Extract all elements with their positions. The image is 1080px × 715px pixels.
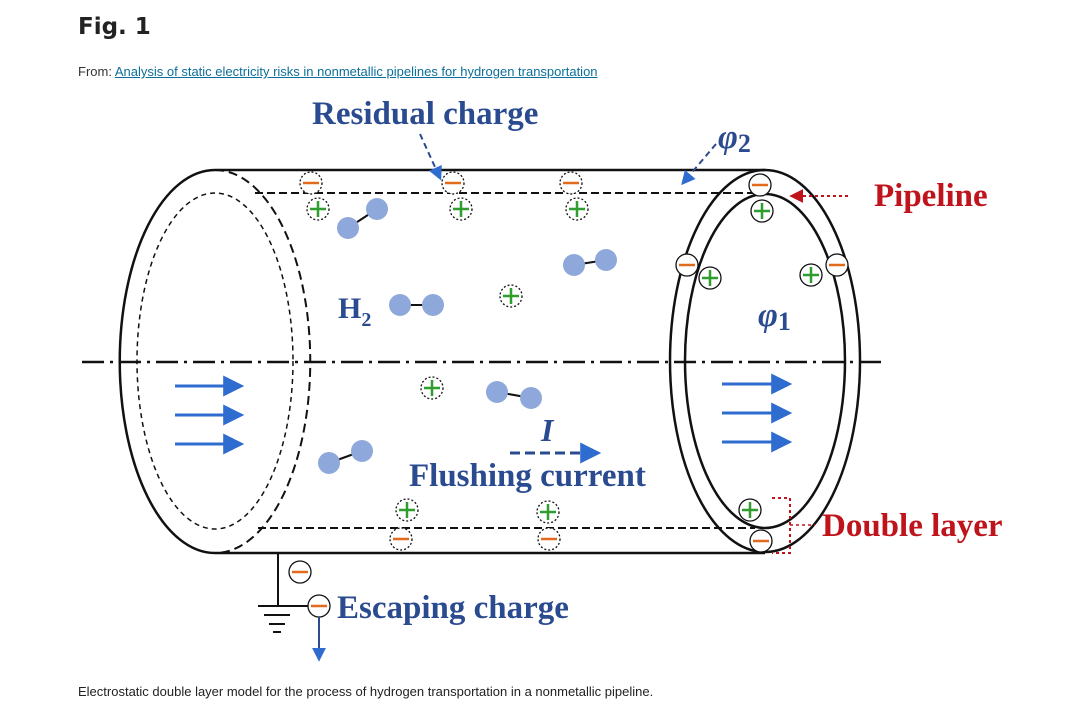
source-line: From: Analysis of static electricity ris… bbox=[78, 64, 598, 79]
negative-charge bbox=[389, 527, 413, 551]
figure-caption: Electrostatic double layer model for the… bbox=[78, 684, 654, 699]
figure-label: Fig. 1 bbox=[78, 14, 151, 40]
source-article-link[interactable]: Analysis of static electricity risks in … bbox=[114, 64, 598, 79]
double-layer-boundaries bbox=[255, 192, 760, 529]
from-prefix: From: bbox=[78, 64, 112, 79]
negative-charge bbox=[748, 173, 772, 197]
pipeline-label: Pipeline bbox=[874, 178, 988, 214]
ground-symbol bbox=[258, 553, 308, 633]
phi2-label: φ2 bbox=[718, 119, 751, 158]
residual-charge-label: Residual charge bbox=[312, 96, 538, 132]
h2-molecule bbox=[337, 198, 388, 239]
flushing-current-label: Flushing current bbox=[409, 458, 646, 494]
h2-molecule bbox=[389, 294, 444, 316]
positive-charges bbox=[306, 197, 823, 524]
negative-charge bbox=[441, 171, 465, 195]
positive-charge bbox=[799, 263, 823, 287]
positive-charge bbox=[306, 197, 330, 221]
h2-molecule bbox=[318, 440, 373, 474]
phi2-arrow bbox=[681, 143, 717, 186]
negative-charges bbox=[288, 171, 849, 618]
current-symbol-label: I bbox=[540, 412, 555, 448]
positive-charge bbox=[565, 197, 589, 221]
positive-charge bbox=[750, 199, 774, 223]
double-layer-bracket bbox=[772, 497, 791, 554]
positive-charge bbox=[738, 498, 762, 522]
positive-charge bbox=[499, 284, 523, 308]
negative-charge bbox=[299, 171, 323, 195]
double-layer-label: Double layer bbox=[822, 508, 1003, 544]
positive-charge bbox=[420, 376, 444, 400]
negative-charge bbox=[307, 594, 331, 618]
positive-charge bbox=[536, 500, 560, 524]
positive-charge bbox=[395, 498, 419, 522]
negative-charge bbox=[675, 253, 699, 277]
flow-arrows-left bbox=[175, 375, 245, 455]
phi1-label: φ1 bbox=[758, 297, 791, 336]
residual-charge-arrow bbox=[419, 133, 442, 181]
escaping-charge-label: Escaping charge bbox=[337, 590, 569, 626]
hydrogen-molecules bbox=[318, 198, 617, 474]
h2-label: H2 bbox=[338, 292, 371, 331]
h2-molecule bbox=[486, 381, 542, 409]
negative-charge bbox=[288, 560, 312, 584]
flow-arrows-right bbox=[722, 373, 793, 453]
negative-charge bbox=[749, 529, 773, 553]
negative-charge bbox=[559, 171, 583, 195]
negative-charge bbox=[825, 253, 849, 277]
positive-charge bbox=[698, 266, 722, 290]
positive-charge bbox=[449, 197, 473, 221]
h2-molecule bbox=[563, 249, 617, 276]
negative-charge bbox=[537, 527, 561, 551]
